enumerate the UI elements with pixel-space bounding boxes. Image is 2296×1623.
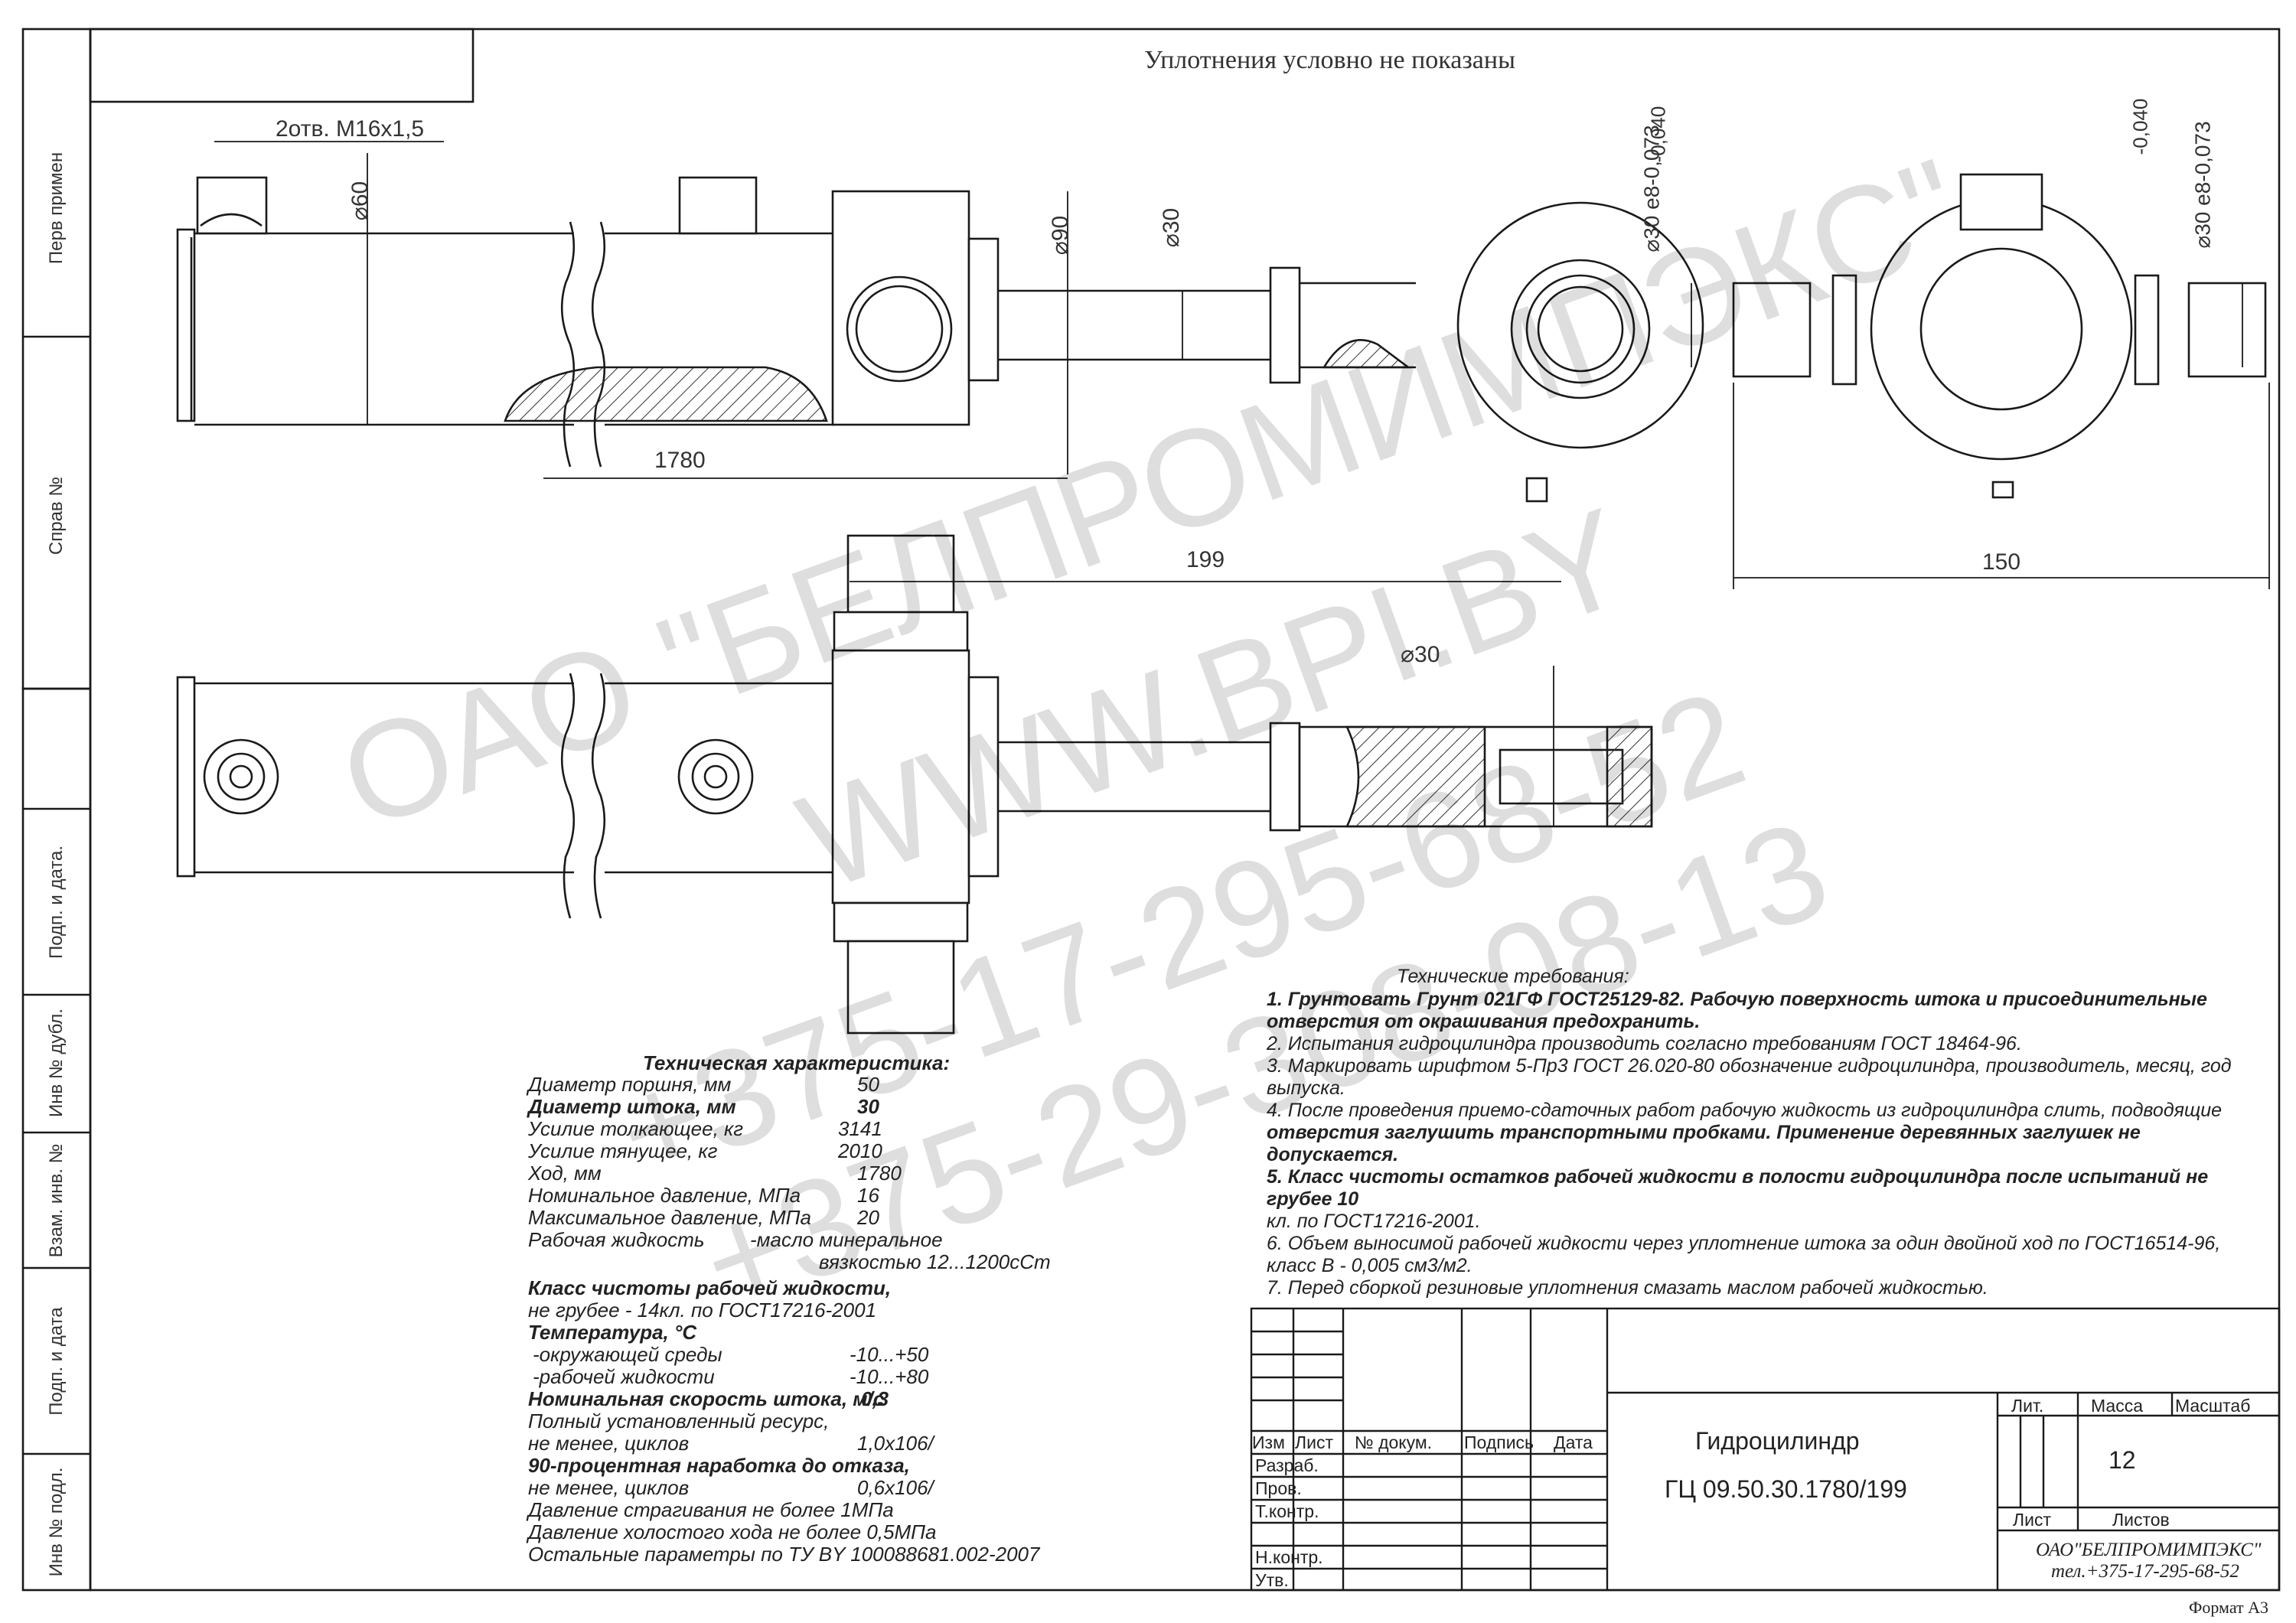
requirement-line: отверстия заглушить транспортными пробка… [1267, 1122, 2141, 1165]
spec-label: Номинальное давление, МПа [528, 1184, 801, 1207]
spec-clean-title: Класс чистоты рабочей жидкости, [528, 1276, 892, 1299]
dim-pin1-tol-lower: ⌀30 е8-0,073 [1639, 125, 1664, 253]
tb-role-approved: Утв. [1255, 1570, 1289, 1590]
tb-header-change: Изм [1252, 1432, 1285, 1452]
tb-format: Формат А3 [2189, 1598, 2269, 1617]
spec-clean-value: не грубее - 14кл. по ГОСТ17216-2001 [528, 1299, 877, 1322]
side-label-first-use: Перв примен [46, 152, 67, 265]
dimension-lines [214, 141, 2270, 826]
spec-table: Диаметр поршня, мм 50 Диаметр штока, мм 30… [528, 1074, 1064, 1566]
spec-value: 16 [857, 1184, 879, 1207]
side-label-ref-no: Справ № [46, 476, 67, 556]
tb-role-norm-control: Н.контр. [1255, 1547, 1323, 1567]
tb-company: ОАО"БЕЛПРОМИМПЭКС" [2036, 1540, 2262, 1560]
top-left-strip [21, 28, 92, 690]
dim-pin2-tol-lower: ⌀30 е8-0,073 [2190, 121, 2215, 249]
spec-value: 2010 [838, 1139, 882, 1162]
spec-mtbf-label: не менее, циклов [528, 1476, 690, 1499]
spec-idle: Давление холостого хода не более 0,5МПа [528, 1520, 937, 1543]
spec-label: Усилие толкающее, кг [528, 1117, 744, 1140]
spec-mtbf-title: 90-процентная наработка до отказа, [528, 1454, 910, 1477]
spec-speed-value: 0,3 [861, 1387, 889, 1410]
dim-d30-eye: ⌀30 [1401, 642, 1440, 667]
spec-viscosity: вязкостью 12...1200сСт [819, 1250, 1051, 1273]
spec-title: Техническая характеристика: [643, 1051, 951, 1074]
side-label-sign-date-1: Подп. и дата. [46, 845, 67, 960]
spec-resource-title: Полный установленный ресурс, [528, 1410, 830, 1432]
dim-width-150: 150 [1982, 549, 2021, 575]
spec-other: Остальные параметры по ТУ BY 100088681.0… [528, 1543, 1040, 1566]
dim-d60: ⌀60 [347, 181, 373, 221]
requirement-line: 5. Класс чистоты остатков рабочей жидкос… [1267, 1166, 2209, 1210]
requirement-line: выпуска. [1267, 1077, 1345, 1099]
tb-header-date: Дата [1554, 1432, 1593, 1452]
dim-stroke-1780: 1780 [654, 448, 706, 473]
tb-sheet: Лист [2013, 1510, 2051, 1530]
requirement-line: 2. Испытания гидроцилиндра производить с… [1267, 1033, 2022, 1054]
note-seals-not-shown: Уплотнения условно не показаны [1144, 46, 1515, 74]
spec-value: -масло минеральное [750, 1228, 943, 1251]
dim-extension-199: 199 [1186, 547, 1225, 572]
tb-header-signature: Подпись [1464, 1432, 1534, 1452]
dim-holes: 2отв. М16х1,5 [276, 116, 425, 142]
tb-lit: Лит. [2011, 1396, 2044, 1416]
cylinder-bottom-view [176, 534, 1653, 1035]
top-left-box [89, 28, 475, 103]
tb-sheets: Листов [2112, 1510, 2170, 1530]
requirements-title: Технические требования: [1397, 966, 1629, 987]
tb-designation: ГЦ 09.50.30.1780/199 [1665, 1475, 1907, 1503]
requirement-line: класс В - 0,005 см3/м2. [1267, 1255, 1473, 1276]
spec-speed-label: Номинальная скорость штока, м/с [528, 1387, 885, 1410]
dim-d30-rod: ⌀30 [1159, 207, 1185, 248]
requirement-line: кл. по ГОСТ17216-2001. [1267, 1211, 1481, 1232]
spec-temp-value: -10...+50 [850, 1343, 929, 1366]
side-label-sign-date-2: Подп. и дата [46, 1307, 67, 1416]
spec-label: Рабочая жидкость [528, 1228, 705, 1251]
spec-temp-label: -рабочей жидкости [533, 1365, 715, 1388]
spec-temp-label: -окружающей среды [533, 1343, 722, 1366]
requirements-list: 1. Грунтовать Грунт 021ГФ ГОСТ25129-82. … [1267, 989, 2277, 1299]
tb-header-sheet: Лист [1295, 1432, 1333, 1452]
requirement-line: 3. Маркировать шрифтом 5-Пр3 ГОСТ 26.020… [1267, 1055, 2232, 1077]
tb-role-tech-control: Т.контр. [1255, 1501, 1319, 1521]
spec-temp-value: -10...+80 [850, 1365, 929, 1388]
cylinder-top-view [176, 173, 2267, 503]
spec-value: 1780 [857, 1162, 902, 1185]
spec-mtbf-value: 0,6х106/ [857, 1476, 934, 1499]
tb-scale: Масштаб [2175, 1396, 2251, 1416]
spec-value: 30 [857, 1095, 879, 1118]
requirement-line: 6. Объем выносимой рабочей жидкости чере… [1267, 1233, 2221, 1254]
requirement-line: отверстия от окрашивания предохранить. [1267, 1011, 1701, 1032]
dim-pin2-tol-upper: -0,040 [2128, 98, 2152, 155]
tb-phone: тел.+375-17-295-68-52 [2051, 1561, 2239, 1582]
tb-mass-value: 12 [2108, 1446, 2136, 1474]
spec-resource-label: не менее, циклов [528, 1432, 690, 1455]
side-label-replaced-inv: Взам. инв. № [46, 1143, 67, 1258]
tb-product-name: Гидроцилиндр [1695, 1427, 1860, 1455]
side-label-orig-inv: Инв № подл. [46, 1467, 67, 1577]
spec-breakaway: Давление страгивания не более 1МПа [528, 1498, 894, 1521]
requirement-line: 7. Перед сборкой резиновые уплотнения см… [1267, 1277, 1988, 1299]
spec-label: Усилие тянущее, кг [528, 1139, 718, 1162]
spec-temp-title: Температура, °С [528, 1321, 697, 1344]
spec-value: 50 [857, 1073, 879, 1096]
dim-d90: ⌀90 [1048, 215, 1074, 256]
spec-value: 3141 [838, 1117, 882, 1140]
spec-value: 20 [857, 1206, 879, 1229]
requirement-line: 1. Грунтовать Грунт 021ГФ ГОСТ25129-82. … [1267, 989, 2207, 1010]
spec-label: Ход, мм [528, 1162, 602, 1185]
side-label-dup-inv: Инв № дубл. [46, 1009, 67, 1117]
spec-label: Максимальное давление, МПа [528, 1206, 811, 1229]
tb-header-doc: № докум. [1355, 1432, 1433, 1452]
tb-role-checked: Пров. [1255, 1478, 1302, 1498]
requirement-line: 4. После проведения приемо-сдаточных раб… [1267, 1100, 2223, 1121]
title-block-lines [1250, 1307, 2281, 1592]
tb-mass: Масса [2091, 1396, 2144, 1416]
spec-resource-value: 1,0х106/ [857, 1432, 934, 1455]
spec-label: Диаметр поршня, мм [528, 1073, 732, 1096]
tb-role-developer: Разраб. [1255, 1455, 1319, 1475]
spec-label: Диаметр штока, мм [528, 1095, 736, 1118]
